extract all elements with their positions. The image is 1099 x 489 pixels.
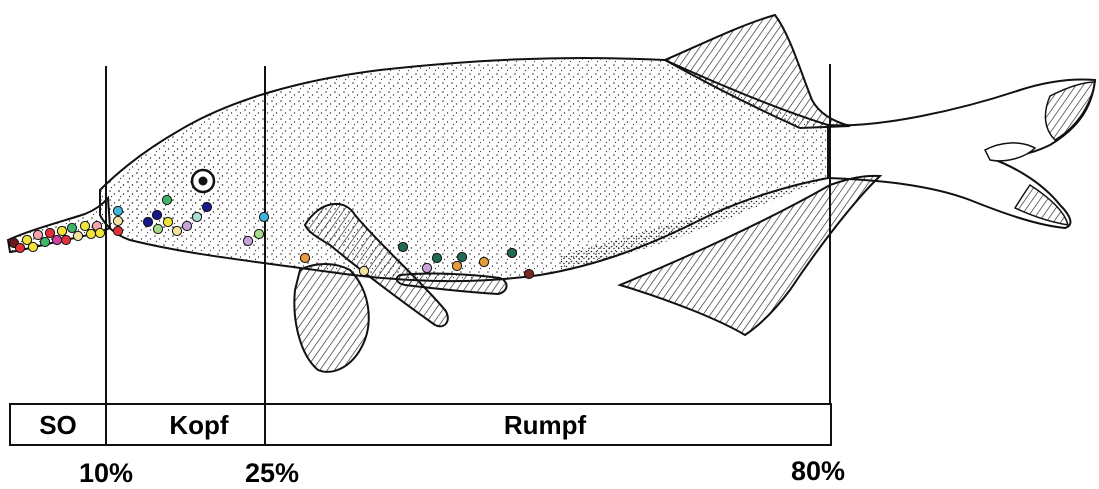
marker-dot	[153, 224, 162, 233]
percent-label-10: 10%	[79, 458, 133, 488]
marker-dot	[67, 223, 76, 232]
lower-fin	[294, 264, 368, 372]
marker-dot	[243, 236, 252, 245]
marker-dot	[33, 230, 42, 239]
marker-dot	[524, 269, 533, 278]
marker-dot	[172, 226, 181, 235]
marker-dot	[95, 228, 104, 237]
marker-dot	[28, 242, 37, 251]
segment-label-so: SO	[39, 410, 77, 440]
marker-dot	[398, 242, 407, 251]
segment-bar	[10, 404, 831, 445]
marker-dot	[432, 253, 441, 262]
eye-pupil	[199, 177, 208, 186]
marker-dot	[61, 235, 70, 244]
marker-dot	[192, 212, 201, 221]
marker-dot	[113, 216, 122, 225]
marker-dot	[479, 257, 488, 266]
marker-dot	[359, 266, 368, 275]
marker-dot	[507, 248, 516, 257]
marker-dot	[57, 226, 66, 235]
percent-label-80: 80%	[791, 456, 845, 486]
marker-dot	[113, 206, 122, 215]
marker-dot	[452, 261, 461, 270]
marker-dot	[457, 252, 466, 261]
marker-dot	[113, 226, 122, 235]
marker-dot	[40, 237, 49, 246]
marker-dot	[45, 228, 54, 237]
marker-dot	[73, 231, 82, 240]
percent-label-25: 25%	[245, 458, 299, 488]
marker-dot	[422, 263, 431, 272]
marker-dot	[80, 221, 89, 230]
marker-dot	[162, 195, 171, 204]
marker-dot	[202, 202, 211, 211]
marker-dot	[163, 217, 172, 226]
marker-dot	[86, 229, 95, 238]
marker-dot	[254, 229, 263, 238]
marker-dot	[300, 253, 309, 262]
segment-label-rumpf: Rumpf	[504, 410, 587, 440]
marker-dot	[152, 210, 161, 219]
marker-dot	[52, 235, 61, 244]
marker-dot	[182, 221, 191, 230]
segment-label-kopf: Kopf	[169, 410, 229, 440]
marker-dot	[143, 217, 152, 226]
marker-dot	[15, 243, 24, 252]
marker-dot	[259, 212, 268, 221]
